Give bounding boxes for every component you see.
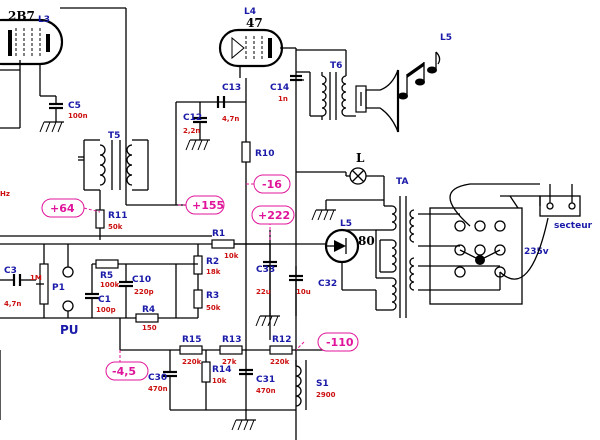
c10-label: C10	[132, 275, 151, 285]
svg-text:-4,5: -4,5	[112, 365, 136, 378]
c31-label: C31	[256, 375, 275, 385]
l5-speaker-label: L5	[440, 33, 452, 43]
r11-value: 50k	[108, 223, 123, 231]
transformer-t6	[296, 50, 356, 120]
r3-value: 50k	[206, 304, 221, 312]
s1-label: S1	[316, 379, 329, 389]
r10-label: R10	[255, 149, 274, 159]
p1-label: P1	[52, 283, 65, 293]
r2-label: R2	[206, 257, 219, 267]
lamp-label: L	[356, 151, 365, 165]
c32-label: C32	[318, 279, 337, 289]
svg-text:-110: -110	[326, 336, 354, 349]
r3-label: R3	[206, 291, 219, 301]
transformer-t5	[78, 139, 149, 191]
c30-label: C30	[148, 373, 167, 383]
voltage-label: 235v	[524, 247, 549, 257]
c3-value: 4,7n	[4, 300, 21, 308]
hz-fragment: Hz	[0, 190, 10, 198]
tube-l3-label: L3	[38, 15, 50, 25]
r13-label: R13	[222, 335, 241, 345]
voltage-callout-222: +222	[251, 205, 295, 240]
c12-label: C12	[183, 113, 202, 123]
loudspeaker-horn	[355, 69, 400, 133]
r1-value: 10k	[224, 252, 239, 260]
c14-value: 1n	[278, 95, 288, 103]
voltage-callout-4-5: -4,5	[105, 350, 149, 381]
c32-value: 10u	[296, 288, 311, 296]
s1-value: 2900	[316, 391, 336, 399]
r14-label: R14	[212, 365, 231, 375]
c5-label: C5	[68, 101, 81, 111]
svg-text:+64: +64	[50, 202, 75, 215]
voltage-callout-16: -16	[246, 174, 291, 194]
l5-rectifier-type: 80	[358, 234, 375, 248]
tube-l3	[0, 18, 64, 66]
r11-label: R11	[108, 211, 127, 221]
c30-value: 470n	[148, 385, 168, 393]
t5-label: T5	[108, 131, 120, 141]
ta-label: TA	[396, 177, 408, 187]
pu-label: PU	[60, 323, 79, 337]
r2-value: 18k	[206, 268, 221, 276]
p1-value: 1M	[30, 274, 42, 282]
inductor-s1	[295, 360, 307, 410]
c14-label: C14	[270, 83, 289, 93]
r15-label: R15	[182, 335, 201, 345]
c31-value: 470n	[256, 387, 276, 395]
tube-l5-rectifier	[324, 228, 360, 264]
c12-value: 2,2n	[183, 127, 200, 135]
r5-value: 100k	[100, 281, 120, 289]
svg-text:+155: +155	[192, 199, 224, 212]
svg-text:-16: -16	[262, 178, 282, 191]
r12-label: R12	[272, 335, 291, 345]
tube-l4-label: L4	[244, 7, 256, 17]
c33-label: C33	[256, 265, 275, 275]
music-notes-icon	[398, 51, 441, 100]
c10-value: 220p	[134, 288, 154, 296]
l5-rectifier-label: L5	[340, 219, 352, 229]
r13-value: 27k	[222, 358, 237, 366]
c13-value: 4,7n	[222, 115, 239, 123]
r5-label: R5	[100, 271, 113, 281]
r15-value: 220k	[182, 358, 202, 366]
r4-label: R4	[142, 305, 155, 315]
tube-l4	[218, 28, 284, 68]
c33-value: 22u	[256, 288, 271, 296]
voltage-callout-64: +64	[41, 198, 101, 218]
r1-label: R1	[212, 229, 225, 239]
c1-label: C1	[98, 295, 111, 305]
secteur-label: secteur	[554, 221, 593, 231]
transformer-ta	[391, 196, 415, 318]
c13-label: C13	[222, 83, 241, 93]
voltage-callout-155: +155	[176, 195, 225, 215]
t6-label: T6	[330, 61, 342, 71]
r4-value: 150	[142, 324, 157, 332]
tube-l3-type: 2B7	[8, 9, 35, 23]
c5-value: 100n	[68, 112, 88, 120]
c3-label: C3	[4, 266, 17, 276]
tube-l4-type: 47	[246, 16, 263, 30]
r14-value: 10k	[212, 377, 227, 385]
c1-value: 100p	[96, 306, 116, 314]
voltage-selector	[418, 207, 523, 305]
voltage-callout-110: -110	[295, 332, 359, 352]
r12-value: 220k	[270, 358, 290, 366]
svg-text:+222: +222	[258, 209, 290, 222]
